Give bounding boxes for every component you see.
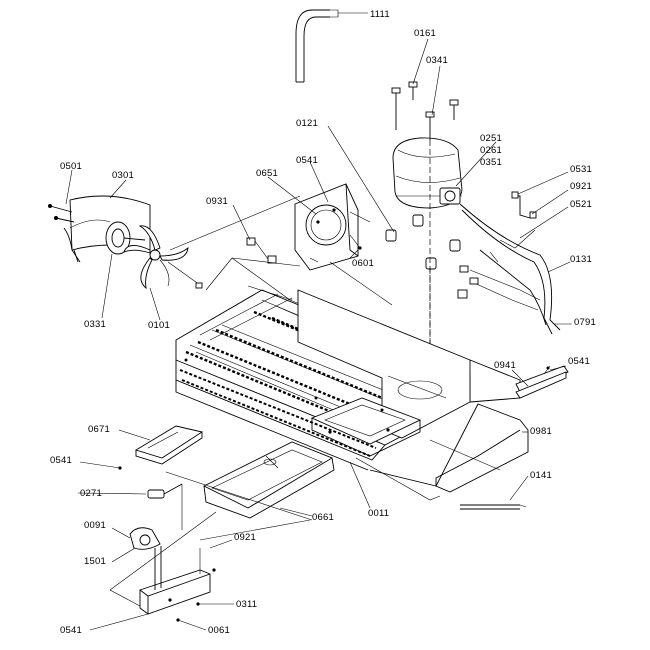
label-0941: 0941 (494, 360, 516, 371)
label-0661: 0661 (312, 512, 334, 523)
label-0541-bottom: 0541 (60, 625, 82, 636)
label-0141: 0141 (530, 470, 552, 481)
label-0531: 0531 (570, 164, 592, 175)
label-0341: 0341 (426, 55, 448, 66)
label-0061: 0061 (208, 625, 230, 636)
label-0541-right: 0541 (568, 356, 590, 367)
wiring-harness-part (457, 191, 561, 335)
fan-motor-part (48, 195, 203, 290)
label-0981: 0981 (530, 426, 552, 437)
bracket-part-0941 (515, 365, 569, 399)
label-0101: 0101 (148, 320, 170, 331)
label-0011: 0011 (368, 508, 389, 519)
label-0351: 0351 (480, 157, 502, 168)
label-1111: 1111 (370, 9, 390, 20)
label-0261: 0261 (480, 145, 502, 156)
drain-pan-part (202, 441, 335, 519)
label-0931: 0931 (206, 196, 228, 207)
label-0541-top: 0541 (296, 155, 318, 166)
sensor-part-0271 (147, 483, 183, 530)
label-0541-left: 0541 (50, 455, 72, 466)
fan-shroud-part (294, 183, 371, 271)
label-0121: 0121 (296, 118, 318, 129)
base-pan-part (175, 289, 521, 471)
cover-part-0671 (134, 425, 204, 465)
label-0501: 0501 (60, 161, 82, 172)
label-0301: 0301 (112, 170, 134, 181)
label-0331: 0331 (84, 319, 106, 330)
label-0651: 0651 (256, 168, 278, 179)
label-0251: 0251 (480, 133, 502, 144)
label-0161: 0161 (414, 28, 436, 39)
clip-part-0931 (246, 237, 277, 264)
bracket-assembly-0311 (129, 527, 234, 615)
alignment-lines (109, 195, 501, 607)
label-0271: 0271 (80, 488, 102, 499)
compressor-part (385, 81, 463, 390)
label-0791: 0791 (574, 317, 596, 328)
label-0311: 0311 (236, 599, 257, 610)
discharge-tube-part (295, 9, 368, 83)
label-0601: 0601 (352, 258, 374, 269)
label-0921-top: 0921 (570, 181, 592, 192)
part-labels: 1111 0161 0341 0121 0251 0261 0351 0531 … (50, 9, 596, 636)
label-0671: 0671 (88, 424, 110, 435)
label-1501: 1501 (84, 556, 106, 567)
leader-lines (65, 38, 572, 631)
label-0131: 0131 (570, 254, 592, 265)
label-0521: 0521 (570, 199, 592, 210)
label-0091: 0091 (84, 520, 106, 531)
fan-blade (123, 225, 189, 290)
base-rail-part (369, 403, 529, 510)
label-0921-bottom: 0921 (234, 532, 256, 543)
